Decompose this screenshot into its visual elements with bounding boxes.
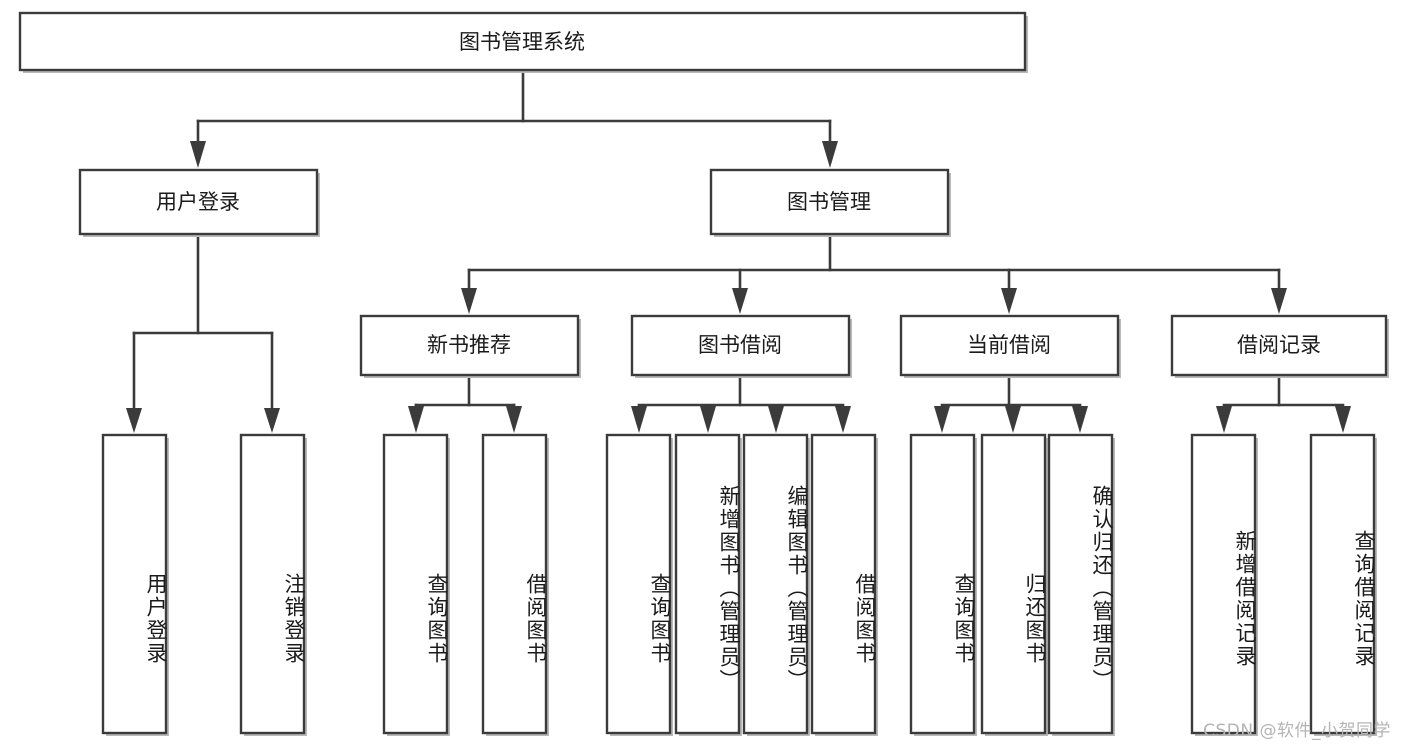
node-book-management-label: 图书管理 [787, 190, 871, 214]
arrow-head-leaf-1 [126, 408, 142, 433]
arrow-head-newbook [461, 288, 477, 314]
node-book-management[interactable]: 图书管理 [709, 168, 951, 237]
leaf-node[interactable] [1190, 433, 1258, 736]
node-user-login-label: 用户登录 [156, 190, 240, 214]
node-borrow-record-box [1170, 314, 1388, 377]
node-borrow-record-label: 借阅记录 [1237, 333, 1321, 357]
node-book-borrow-label: 图书借阅 [698, 333, 782, 357]
leaf-node[interactable] [909, 433, 977, 736]
leaf-node[interactable] [101, 433, 169, 736]
arrow-head-leaf-12 [1216, 406, 1232, 433]
arrow-head-leaf-5 [631, 406, 647, 433]
arrow-head-borrow [732, 288, 748, 314]
node-new-book-recommend[interactable]: 新书推荐 [359, 314, 581, 378]
arrow-head-leaf-3 [408, 406, 424, 433]
arrow-head-leaf-8 [835, 406, 851, 433]
node-root-label: 图书管理系统 [459, 30, 585, 54]
arrow-head-leaf-11 [1072, 406, 1088, 433]
arrow-head-leaf-6 [700, 406, 716, 433]
arrow-head-leaf-9 [934, 406, 950, 433]
arrow-head-current [1001, 288, 1017, 314]
node-borrow-record[interactable]: 借阅记录 [1170, 314, 1389, 378]
arrow-head-leaf-10 [1005, 406, 1021, 433]
arrow-head-books [822, 141, 838, 168]
leaf-node-group [101, 433, 1377, 736]
node-new-book-recommend-label: 新书推荐 [427, 333, 511, 357]
leaf-node[interactable] [382, 433, 450, 736]
leaf-node[interactable] [742, 433, 810, 736]
node-user-login[interactable]: 用户登录 [78, 168, 320, 237]
arrow-head-login [190, 141, 206, 168]
node-new-book-recommend-box [359, 314, 580, 377]
leaf-node[interactable] [810, 433, 878, 736]
node-current-borrow-label: 当前借阅 [967, 333, 1051, 357]
leaf-node[interactable] [674, 433, 742, 736]
connector-group [126, 68, 1351, 433]
leaf-node[interactable] [481, 433, 549, 736]
arrow-head-leaf-13 [1335, 406, 1351, 433]
arrow-head-leaf-2 [264, 408, 280, 433]
node-root[interactable]: 图书管理系统 [18, 11, 1028, 73]
csdn-watermark: CSDN @软件_小贺同学 [1203, 721, 1391, 741]
arrow-head-record [1271, 288, 1287, 314]
node-root-box [18, 11, 1027, 72]
leaf-node[interactable] [980, 433, 1048, 736]
arrow-head-leaf-4 [506, 406, 522, 433]
node-current-borrow-box [899, 314, 1120, 377]
leaf-node[interactable] [605, 433, 673, 736]
leaf-node[interactable] [1047, 433, 1115, 736]
node-book-borrow-box [630, 314, 851, 377]
arrow-head-leaf-7 [768, 406, 784, 433]
node-book-management-box [709, 168, 950, 236]
node-user-login-box [78, 168, 319, 236]
node-book-borrow[interactable]: 图书借阅 [630, 314, 852, 378]
leaf-node[interactable] [239, 433, 307, 736]
node-current-borrow[interactable]: 当前借阅 [899, 314, 1121, 378]
leaf-node[interactable] [1309, 433, 1377, 736]
